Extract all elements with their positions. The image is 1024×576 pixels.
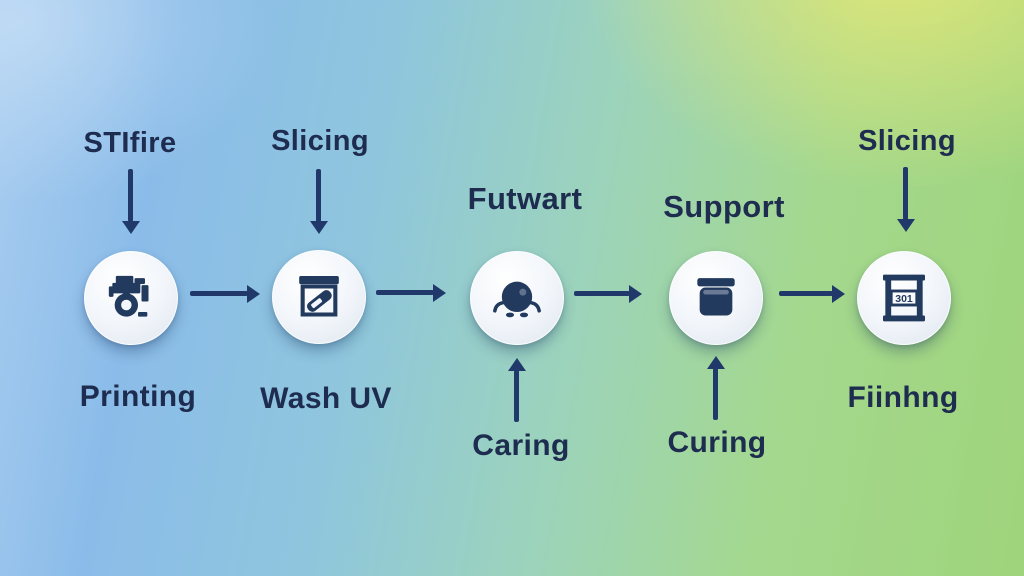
step-bottom-label-curing: Curing bbox=[667, 426, 767, 459]
step-top-label-wash: Slicing bbox=[271, 125, 369, 157]
node-wash bbox=[272, 250, 366, 344]
step-bottom-label-caring: Caring bbox=[472, 429, 570, 462]
step-top-label-finishing: Slicing bbox=[858, 125, 956, 157]
arrow-right-icon bbox=[376, 290, 434, 295]
wash-container-icon bbox=[299, 276, 339, 317]
step-top-label-printing: STIfire bbox=[83, 127, 177, 159]
arrow-down-icon bbox=[316, 169, 321, 222]
node-curing bbox=[669, 251, 763, 345]
arrow-down-icon bbox=[128, 169, 133, 222]
arrow-right-icon bbox=[574, 291, 630, 296]
resin-blob-icon bbox=[493, 281, 541, 318]
jar-icon bbox=[697, 278, 735, 316]
node-finishing: 301 bbox=[857, 251, 951, 345]
arrow-up-icon bbox=[514, 370, 519, 422]
arrow-up-icon bbox=[713, 368, 718, 420]
step-bottom-label-wash: Wash UV bbox=[260, 382, 392, 415]
node-caring bbox=[470, 251, 564, 345]
frame-machine-icon: 301 bbox=[883, 274, 925, 322]
step-top-label-curing: Support bbox=[663, 189, 785, 224]
arrow-right-icon bbox=[779, 291, 833, 296]
step-bottom-label-printing: Printing bbox=[79, 380, 197, 413]
arrow-right-icon bbox=[190, 291, 248, 296]
machine-display-text: 301 bbox=[895, 293, 913, 305]
node-printing bbox=[84, 251, 178, 345]
arrow-down-icon bbox=[903, 167, 908, 220]
step-bottom-label-finishing: Fiinhng bbox=[847, 381, 959, 414]
printer-icon bbox=[108, 275, 149, 317]
step-top-label-caring: Futwart bbox=[467, 181, 583, 216]
